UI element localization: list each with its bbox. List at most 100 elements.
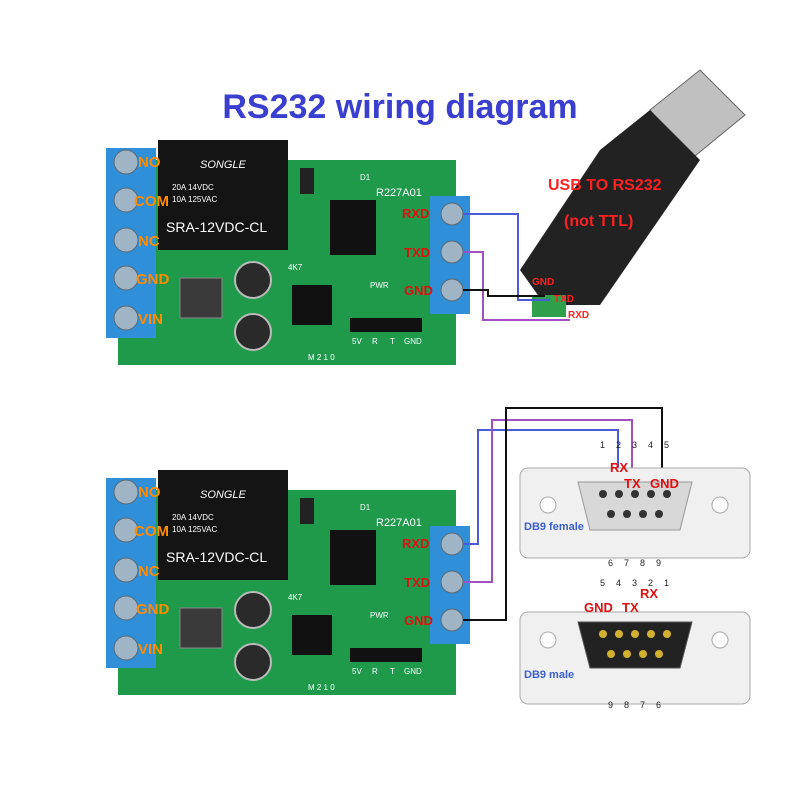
db9f-num-9: 9 (656, 558, 661, 568)
relay (158, 140, 288, 250)
terminal-label-no: NO (138, 154, 161, 171)
db9-male-connector: 5 4 3 2 1 9 8 7 6 GND TX RX DB9 male (519, 578, 751, 710)
db9m-num-9: 9 (608, 700, 613, 710)
wires-bottom (463, 407, 663, 621)
terminal-label-vin: VIN (138, 641, 163, 658)
chip (292, 285, 332, 325)
header-pin-t: T (390, 337, 395, 346)
pwr-label: PWR (370, 611, 389, 620)
header-pin-gnd: GND (404, 667, 422, 676)
terminal-label-no: NO (138, 484, 161, 501)
db9f-num-7: 7 (624, 558, 629, 568)
terminal-label-nc: NC (138, 563, 160, 580)
db9m-signal-tx: TX (622, 600, 639, 615)
terminal-label-rxd: RXD (402, 536, 429, 551)
db9f-num-5: 5 (664, 440, 669, 450)
relay-rating-2: 10A 125VAC (172, 525, 217, 534)
terminal-screws-left (113, 479, 139, 661)
adapter-body (520, 110, 700, 305)
terminal-label-txd: TXD (404, 245, 430, 260)
terminal-label-vin: VIN (138, 311, 163, 328)
terminal-label-com: COM (134, 523, 169, 540)
usb-pin-rxd: RXD (568, 310, 589, 321)
db9-male-shell (577, 621, 693, 669)
relay-module-bottom: SONGLE 20A 14VDC 10A 125VAC SRA-12VDC-CL… (106, 470, 470, 695)
relay (158, 470, 288, 580)
db9m-num-1: 1 (664, 578, 669, 588)
db9m-signal-gnd: GND (584, 600, 613, 615)
terminal-label-rxd: RXD (402, 206, 429, 221)
usb-rs232-adapter: USB TO RS232 (not TTL) GND TXD RXD (520, 69, 746, 321)
db9f-num-4: 4 (648, 440, 653, 450)
header-pin-5v: 5V (352, 667, 362, 676)
header-pin-gnd: GND (404, 337, 422, 346)
pin-header (350, 318, 422, 332)
terminal-screws-left (113, 149, 139, 331)
db9f-signal-tx: TX (624, 476, 641, 491)
db9m-signal-rx: RX (640, 586, 658, 601)
terminal-label-gnd-right: GND (404, 613, 433, 628)
mode-label: M 2 1 0 (308, 683, 335, 692)
db9m-num-6: 6 (656, 700, 661, 710)
db9-female-connector: 1 2 3 4 5 6 7 8 9 RX TX GND DB9 female (519, 440, 751, 568)
chip (330, 530, 376, 585)
header-pin-5v: 5V (352, 337, 362, 346)
chip (292, 615, 332, 655)
db9f-num-1: 1 (600, 440, 605, 450)
mode-label: M 2 1 0 (308, 353, 335, 362)
relay-rating-1: 20A 14VDC (172, 513, 214, 522)
capacitor (234, 591, 272, 629)
pin-header (350, 648, 422, 662)
usb-pin-txd: TXD (554, 294, 574, 305)
terminal-label-gnd: GND (136, 601, 170, 618)
chip (330, 200, 376, 255)
db9f-label: DB9 female (524, 521, 584, 533)
db9f-num-3: 3 (632, 440, 637, 450)
db9m-num-8: 8 (624, 700, 629, 710)
header-pin-t: T (390, 667, 395, 676)
relay-rating-2: 10A 125VAC (172, 195, 217, 204)
component (300, 498, 314, 524)
capacitor (234, 261, 272, 299)
board-id: R227A01 (376, 187, 422, 199)
relay-model: SRA-12VDC-CL (166, 219, 267, 235)
header-pin-r: R (372, 337, 378, 346)
terminal-label-gnd-right: GND (404, 283, 433, 298)
d1-label: D1 (360, 173, 371, 182)
db9-female-pins (599, 490, 671, 518)
wires-top (463, 213, 570, 321)
relay-brand: SONGLE (200, 159, 247, 171)
db9f-signal-rx: RX (610, 460, 628, 475)
r-label: 4K7 (288, 263, 303, 272)
usb-title-line1: USB TO RS232 (548, 177, 662, 194)
db9m-num-3: 3 (632, 578, 637, 588)
db9m-num-2: 2 (648, 578, 653, 588)
usb-pin-gnd: GND (532, 277, 554, 288)
usb-title-line2: (not TTL) (564, 213, 633, 230)
terminal-label-txd: TXD (404, 575, 430, 590)
relay-rating-1: 20A 14VDC (172, 183, 214, 192)
db9f-num-8: 8 (640, 558, 645, 568)
db9m-num-5: 5 (600, 578, 605, 588)
db9f-signal-gnd: GND (650, 476, 679, 491)
relay-brand: SONGLE (200, 489, 247, 501)
r-label: 4K7 (288, 593, 303, 602)
terminal-label-gnd: GND (136, 271, 170, 288)
db9f-num-6: 6 (608, 558, 613, 568)
capacitor (234, 313, 272, 351)
regulator (179, 277, 223, 319)
db9m-num-4: 4 (616, 578, 621, 588)
terminal-label-nc: NC (138, 233, 160, 250)
header-pin-r: R (372, 667, 378, 676)
relay-model: SRA-12VDC-CL (166, 549, 267, 565)
terminal-screws-right (440, 532, 464, 632)
terminal-label-com: COM (134, 193, 169, 210)
d1-label: D1 (360, 503, 371, 512)
relay-module-top: SONGLE 20A 14VDC 10A 125VAC SRA-12VDC-CL… (106, 140, 470, 365)
terminal-screws-right (440, 202, 464, 302)
board-id: R227A01 (376, 517, 422, 529)
capacitor (234, 643, 272, 681)
db9f-num-2: 2 (616, 440, 621, 450)
db9-male-pins (599, 630, 671, 658)
